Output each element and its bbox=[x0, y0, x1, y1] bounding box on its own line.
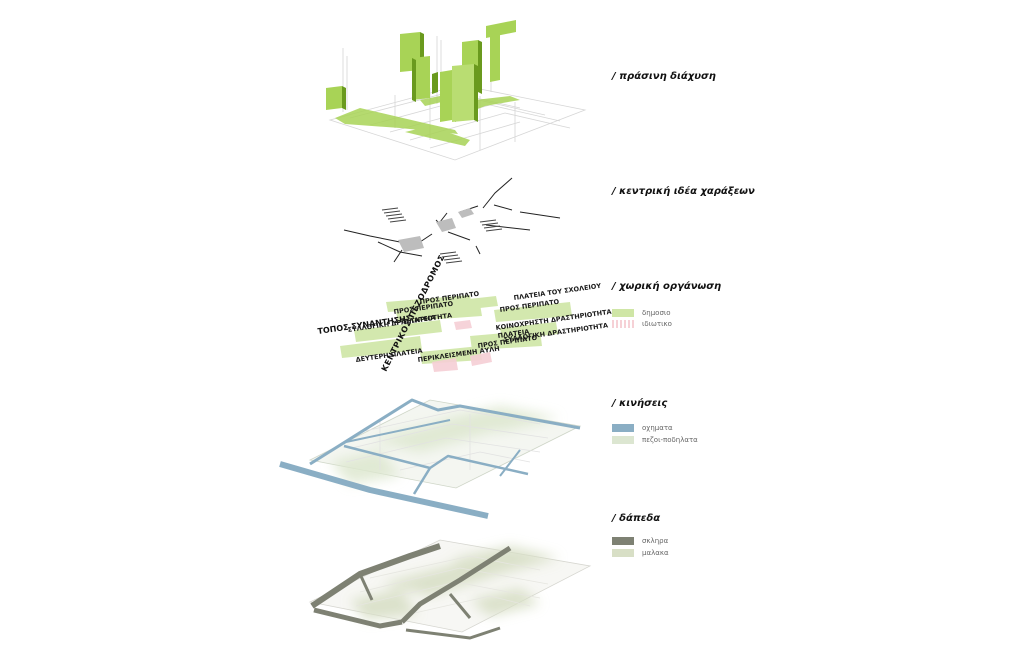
title-spatial-organisation: / χωρική οργάνωση bbox=[612, 281, 722, 292]
layer-central-idea bbox=[343, 177, 561, 264]
title-green-diffusion: / πράσινη διάχυση bbox=[612, 71, 716, 82]
legend-hard: σκληρα bbox=[612, 537, 668, 545]
swatch-pedestrians bbox=[612, 436, 634, 444]
swatch-vehicles bbox=[612, 424, 634, 432]
legend-label-public: δημοσιο bbox=[642, 309, 671, 317]
layer-floors bbox=[308, 539, 592, 640]
swatch-private bbox=[612, 320, 634, 328]
layer-spatial-organisation: ΚΕΝΤΡΙΚΟΣ ΠΕΖΟΔΡΟΜΟΣ ΤΟΠΟΣ ΣΥΝΑΝΤΗΣΗΣ ΔΕ… bbox=[317, 253, 612, 373]
road-main bbox=[279, 461, 489, 519]
title-floors: / δάπεδα bbox=[612, 513, 661, 524]
legend-soft: μαλακα bbox=[612, 549, 669, 557]
stripes-b bbox=[479, 219, 503, 232]
legend-label-soft: μαλακα bbox=[642, 549, 669, 557]
title-central-idea: / κεντρική ιδέα χαράξεων bbox=[612, 186, 755, 197]
legend-label-pedestrians: πεζοι-ποδηλατα bbox=[642, 436, 698, 444]
stripes-c bbox=[439, 251, 463, 264]
legend-label-hard: σκληρα bbox=[642, 537, 669, 545]
legend-label-vehicles: οχηματα bbox=[642, 424, 673, 432]
swatch-hard bbox=[612, 537, 634, 545]
swatch-public bbox=[612, 309, 634, 317]
legend-public: δημοσιο bbox=[612, 309, 671, 317]
stripes-a bbox=[381, 207, 407, 223]
title-movements: / κινήσεις bbox=[612, 398, 668, 409]
legend-vehicles: οχηματα bbox=[612, 424, 673, 432]
legend-pedestrians: πεζοι-ποδηλατα bbox=[612, 436, 698, 444]
legend-label-private: ιδιωτικο bbox=[642, 320, 672, 328]
layer-movements bbox=[279, 398, 582, 519]
layer-green-diffusion bbox=[326, 20, 587, 161]
legend-private: ιδιωτικο bbox=[612, 320, 672, 328]
swatch-soft bbox=[612, 549, 634, 557]
